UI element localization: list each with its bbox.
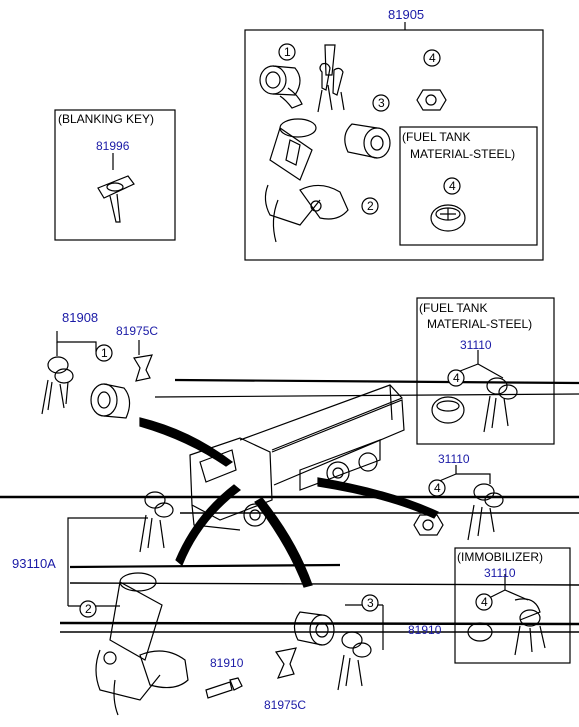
part-number-93110a: 93110A [12,556,56,571]
cylinder-3-top [344,123,391,159]
key-set-right [483,377,518,433]
key-set-bottom [337,631,372,691]
part-number-81975c-bottom: 81975C [264,698,307,712]
callout-2-top: 2 [367,199,374,213]
part-number-31110-fuel: 31110 [460,338,492,352]
fuel-tank-top-line2: MATERIAL-STEEL) [410,147,516,161]
key-set-top [317,44,345,113]
nut-top [416,89,447,111]
clip-left [133,354,153,382]
truck [189,384,405,531]
blanking-key [97,175,135,223]
part-number-81908: 81908 [62,310,99,325]
callout-3-top: 3 [378,96,385,110]
key-set-truck-right [467,483,504,541]
callout-1-left: 1 [101,346,108,360]
callout-4-immobilizer: 4 [481,595,488,609]
pointer-wedge-upper-left [139,417,234,467]
ignition-switch-lower [95,572,189,716]
pointer-wedge-lower [254,497,313,588]
fuel-tank-right-line1: (FUEL TANK [419,301,488,315]
clip-bottom [275,647,297,679]
callout-circles [79,43,493,618]
part-number-81910-right: 81910 [408,623,442,637]
immobilizer-title: (IMMOBILIZER) [457,550,543,564]
key-set-left [41,356,74,415]
immobilizer-parts [467,598,546,656]
pointer-wedge-right [317,477,439,519]
nut-truck-right [413,514,444,536]
part-number-81996: 81996 [96,139,130,153]
top-assembly-box [244,29,544,261]
fuel-tank-top-box [399,126,538,246]
part-number-81910-bolt: 81910 [210,656,244,670]
fuel-cap-top [430,204,466,232]
immobilizer-box [454,547,571,664]
part-number-31110-truck: 31110 [438,452,470,466]
lock-cylinder-top [259,65,303,109]
ignition-switch-top [264,118,349,243]
fuel-tank-right-box [416,297,555,445]
fuel-tank-right-line2: MATERIAL-STEEL) [427,317,533,331]
callout-2-left: 2 [85,602,92,616]
pointer-wedge-lower-left [175,484,241,566]
part-number-31110-immobilizer: 31110 [484,566,516,580]
callout-4-top: 4 [429,51,436,65]
part-number-81905: 81905 [388,7,425,22]
fuel-cap-right [431,396,465,424]
callout-4-truck: 4 [434,481,441,495]
bolt [205,677,243,699]
blanking-key-title: (BLANKING KEY) [58,112,155,126]
callout-1-top: 1 [284,45,291,59]
callout-4-fuel-right: 4 [453,371,460,385]
lock-cylinder-left [90,383,131,419]
lock-cylinder-bottom [293,611,335,646]
part-number-81975c-left: 81975C [116,324,159,338]
fuel-tank-top-line1: (FUEL TANK [402,130,471,144]
key-set-mid-left [139,491,174,553]
callout-4-fuel-top: 4 [449,179,456,193]
scan-streaks [0,378,579,633]
blanking-key-box [54,109,176,241]
callout-3-bottom: 3 [367,596,374,610]
